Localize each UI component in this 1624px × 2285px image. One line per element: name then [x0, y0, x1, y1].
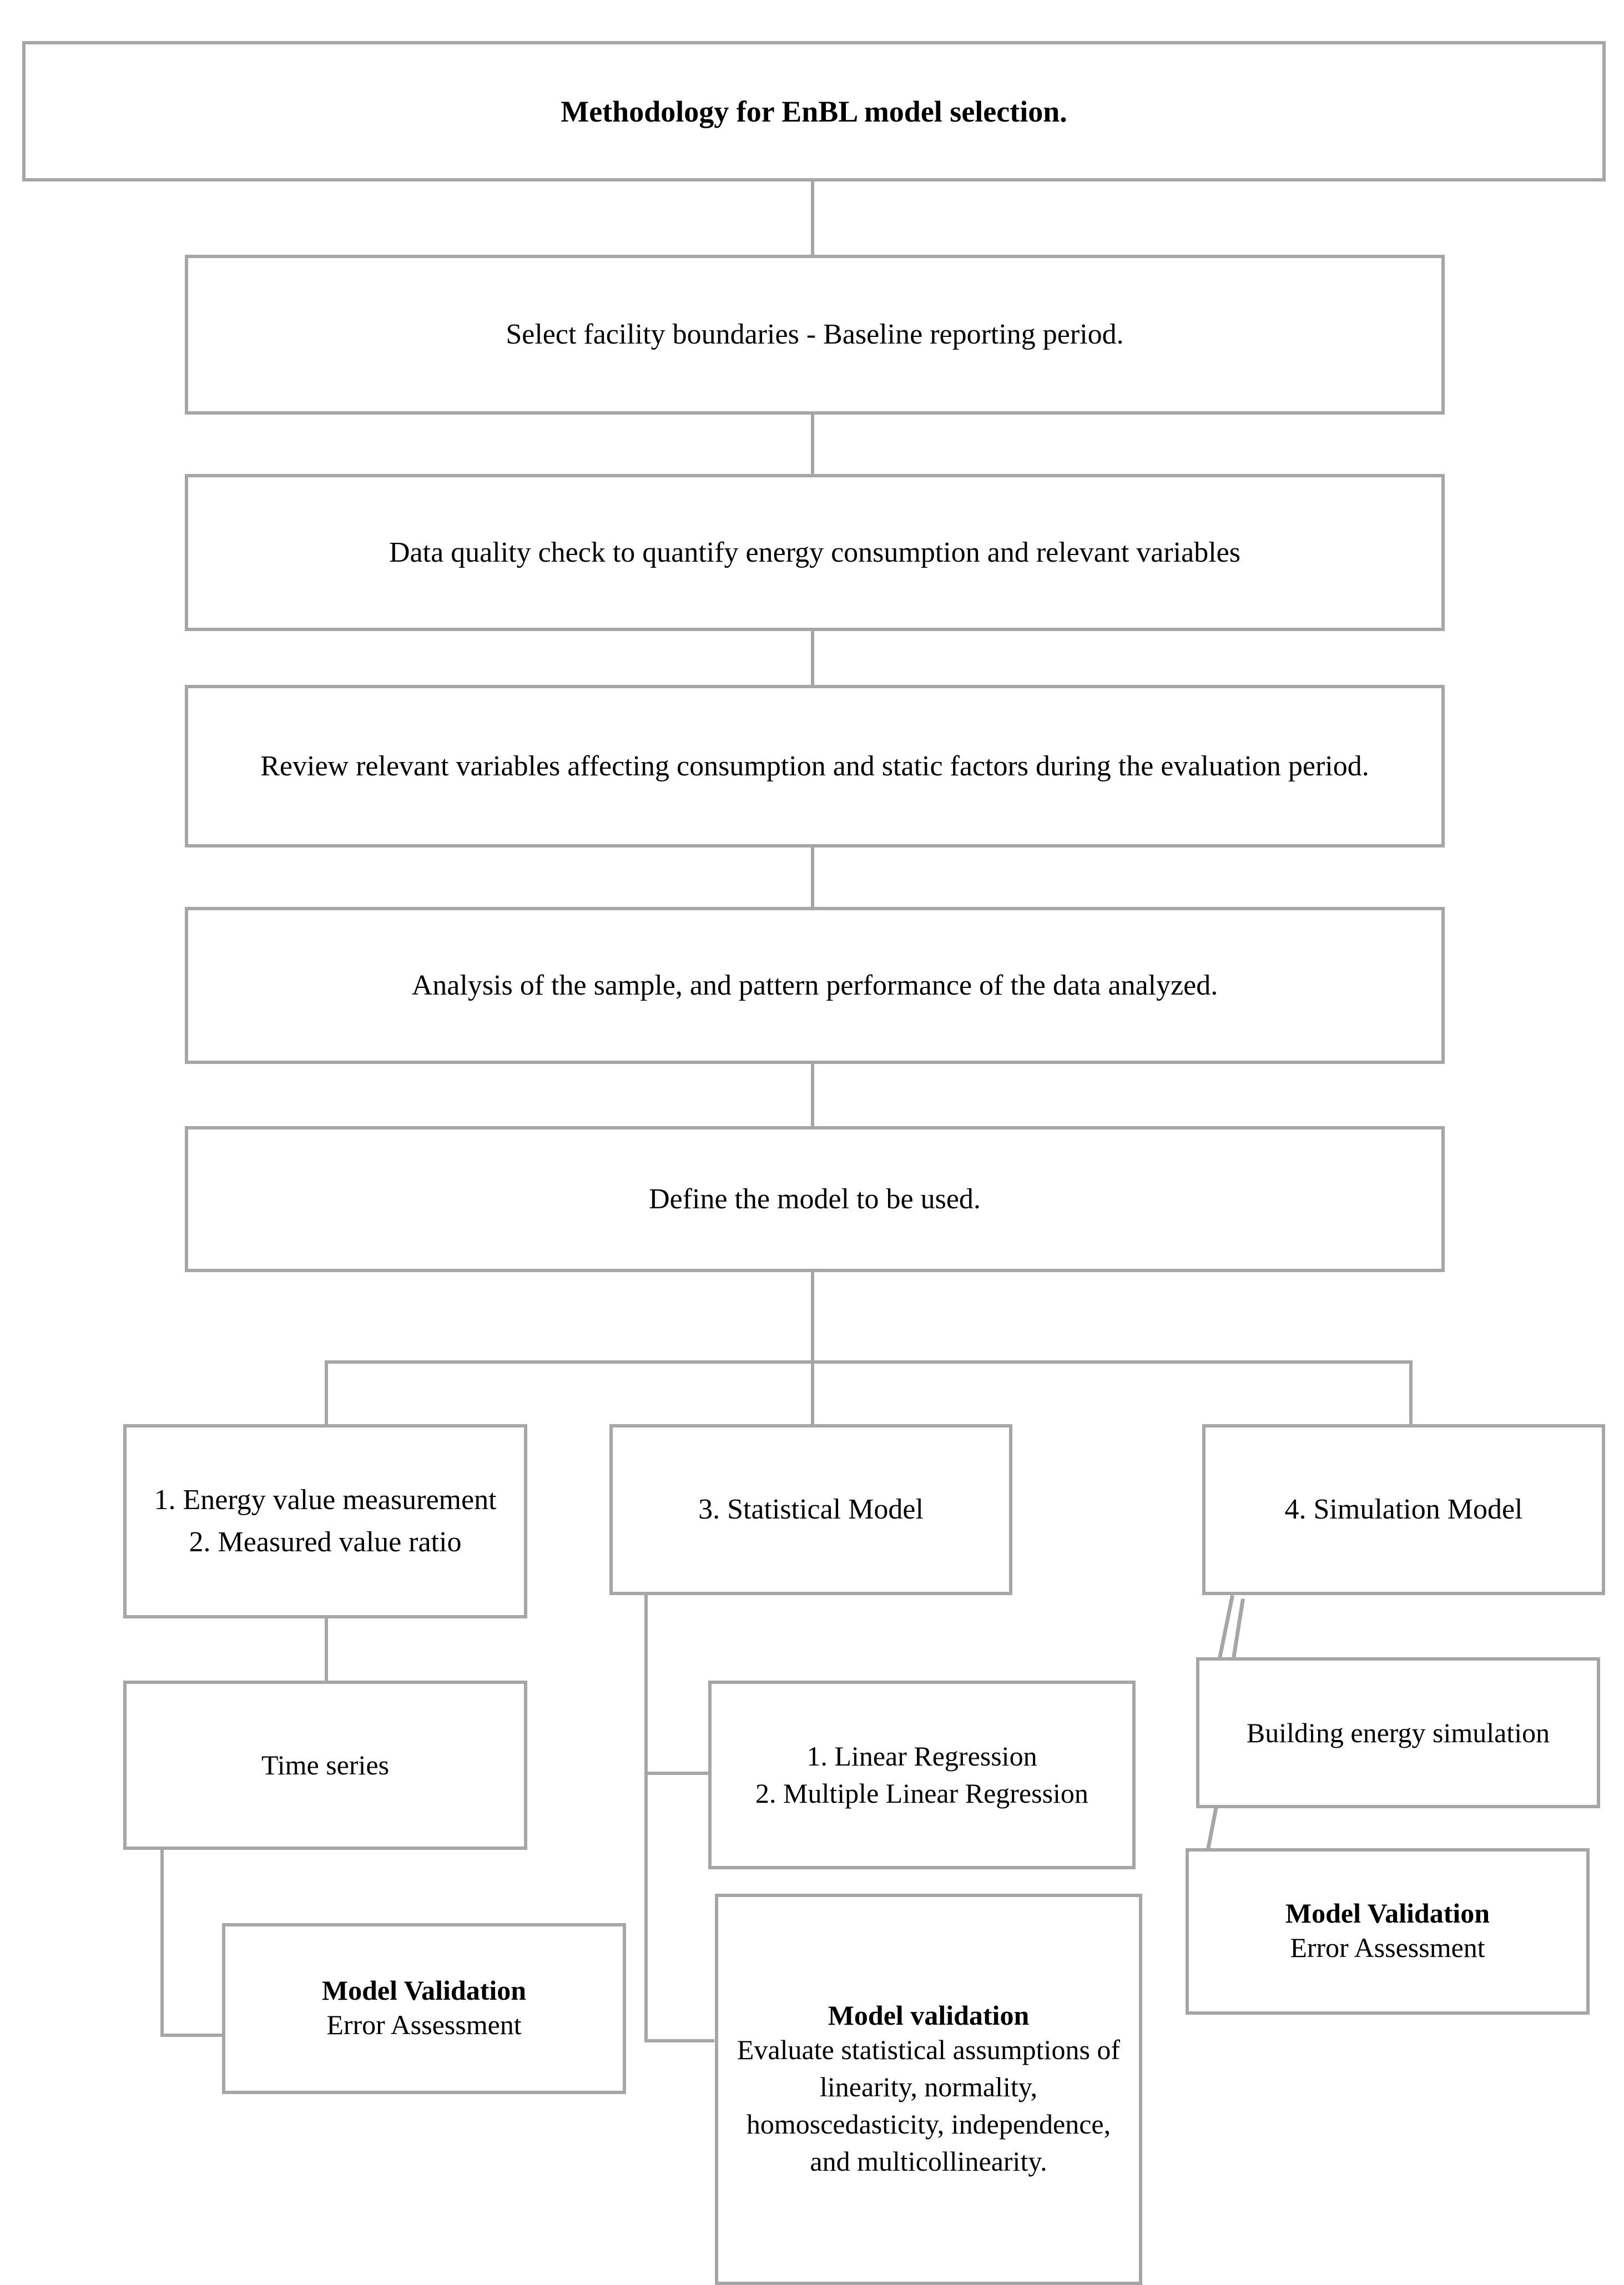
branch-box-statistical-model: 3. Statistical Model	[609, 1424, 1012, 1595]
sub-box-model-validation-right: Model Validation Error Assessment	[1186, 1848, 1590, 2015]
connector-time-series-to-validation	[160, 2034, 224, 2037]
branch-line-2: 2. Measured value ratio	[189, 1526, 462, 1558]
validation-heading: Model validation	[828, 1999, 1030, 2031]
connector-step3-to-step4	[811, 846, 814, 907]
sub-label: Building energy simulation	[1246, 1717, 1550, 1748]
branch-line-1: 1. Energy value measurement	[154, 1484, 497, 1516]
diagram-title-box: Methodology for EnBL model selection.	[22, 41, 1606, 181]
step-box-select-facility-boundaries: Select facility boundaries - Baseline re…	[185, 255, 1445, 415]
connector-statistical-down	[644, 1593, 648, 2042]
step-label: Review relevant variables affecting cons…	[260, 750, 1369, 782]
step-box-define-model: Define the model to be used.	[185, 1126, 1445, 1272]
step-label: Select facility boundaries - Baseline re…	[506, 319, 1124, 351]
branch-line-1: 3. Statistical Model	[698, 1494, 924, 1526]
step-label: Data quality check to quantify energy co…	[389, 536, 1240, 568]
connector-step5-to-branch-bar	[811, 1271, 814, 1364]
step-label: Analysis of the sample, and pattern perf…	[411, 969, 1218, 1001]
validation-body: Evaluate statistical assumptions of line…	[737, 2034, 1121, 2177]
connector-bar-to-branch-statistical	[811, 1360, 814, 1427]
sub-box-building-energy-simulation: Building energy simulation	[1196, 1657, 1600, 1808]
step-box-review-relevant-variables: Review relevant variables affecting cons…	[185, 685, 1445, 848]
validation-heading: Model Validation	[321, 1974, 527, 2006]
connector-step4-to-step5	[811, 1063, 814, 1127]
step-box-data-quality-check: Data quality check to quantify energy co…	[185, 474, 1445, 631]
sub-line-2: 2. Multiple Linear Regression	[755, 1778, 1088, 1809]
connector-statistical-to-linear-regression	[644, 1772, 710, 1775]
branch-distribution-bar	[325, 1360, 1413, 1364]
validation-heading: Model Validation	[1285, 1897, 1490, 1929]
connector-measurement-to-time-series	[325, 1616, 328, 1682]
connector-time-series-down	[160, 1848, 164, 2037]
sub-label: Time series	[261, 1749, 390, 1780]
page-title: Methodology for EnBL model selection.	[561, 94, 1067, 128]
connector-step1-to-step2	[811, 413, 814, 475]
validation-body: Error Assessment	[1290, 1931, 1485, 1963]
validation-body: Error Assessment	[326, 2009, 522, 2040]
connector-bar-to-branch-measurement	[325, 1360, 328, 1427]
branch-box-simulation-model: 4. Simulation Model	[1202, 1424, 1605, 1595]
sub-box-linear-regression: 1. Linear Regression 2. Multiple Linear …	[708, 1681, 1136, 1869]
sub-box-model-validation-middle: Model validation Evaluate statistical as…	[715, 1894, 1142, 2285]
step-box-analysis-of-sample: Analysis of the sample, and pattern perf…	[185, 907, 1445, 1064]
connector-bar-to-branch-simulation	[1409, 1360, 1413, 1427]
sub-box-time-series: Time series	[123, 1681, 527, 1850]
sub-box-model-validation-left: Model Validation Error Assessment	[222, 1923, 626, 2094]
connector-statistical-to-model-validation	[644, 2039, 714, 2042]
connector-title-to-step1	[811, 180, 814, 255]
sub-line-1: 1. Linear Regression	[806, 1741, 1037, 1772]
branch-box-energy-value-measurement: 1. Energy value measurement 2. Measured …	[123, 1424, 527, 1618]
connector-step2-to-step3	[811, 630, 814, 685]
step-label: Define the model to be used.	[649, 1183, 981, 1215]
branch-line-1: 4. Simulation Model	[1284, 1494, 1523, 1526]
